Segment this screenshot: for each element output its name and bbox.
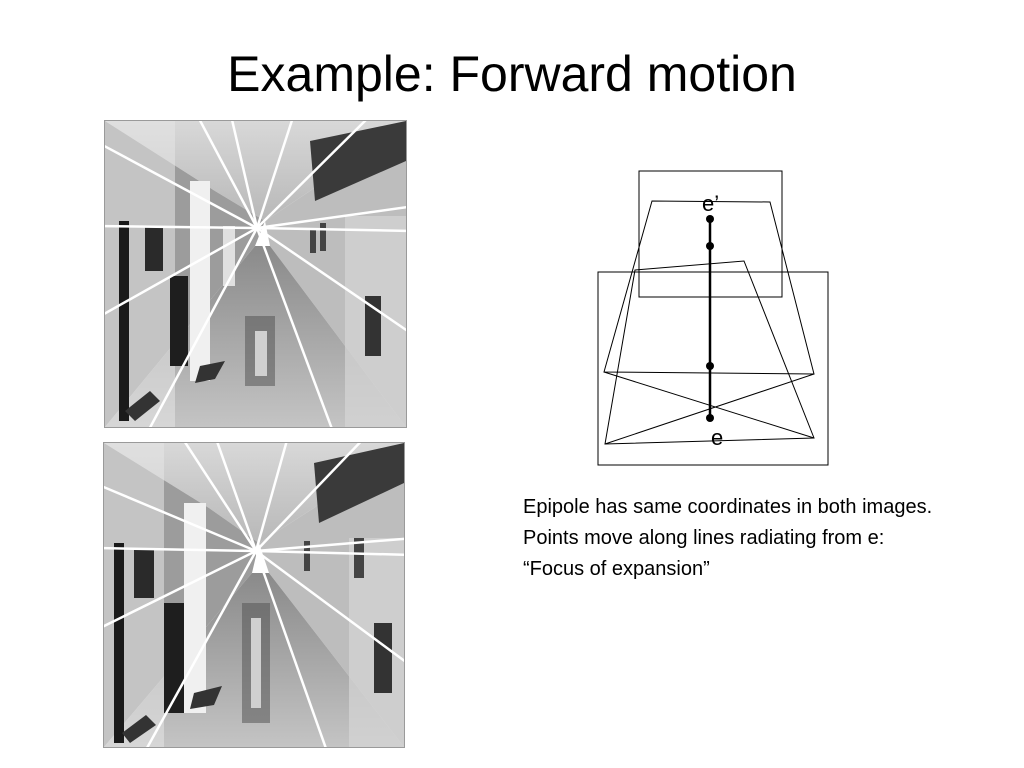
image-frame-large (597, 271, 829, 466)
label-e: e (711, 425, 723, 450)
caption: Epipole has same coordinates in both ima… (523, 492, 1013, 585)
corridor-photo-top (104, 120, 407, 428)
epipole-e-prime-point (706, 215, 714, 223)
point-middle (706, 362, 714, 370)
epipole-diagram: e’ e (597, 170, 829, 466)
caption-line-1: Epipole has same coordinates in both ima… (523, 496, 933, 518)
epipole-e-point (706, 414, 714, 422)
caption-line-2: Points move along lines radiating from e… (523, 527, 885, 549)
corridor-photo-bottom (103, 442, 405, 748)
point-upper (706, 242, 714, 250)
label-e-prime: e’ (702, 191, 719, 216)
caption-line-3: “Focus of expansion” (523, 558, 710, 580)
slide-title: Example: Forward motion (227, 46, 797, 102)
